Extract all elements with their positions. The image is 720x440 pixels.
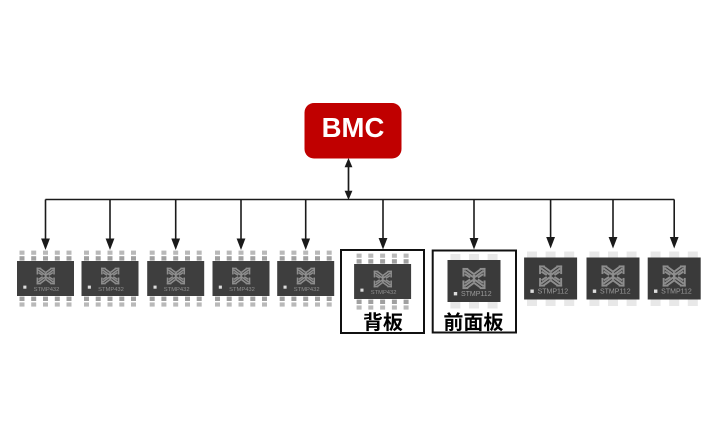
svg-text:STMP112: STMP112 (600, 289, 631, 296)
svg-text:STMP112: STMP112 (661, 289, 692, 296)
svg-text:STMP432: STMP432 (294, 287, 320, 293)
svg-text:STMP432: STMP432 (164, 287, 190, 293)
svg-text:STMP112: STMP112 (461, 291, 492, 298)
svg-text:STMP112: STMP112 (538, 289, 569, 296)
svg-text:STMP432: STMP432 (34, 287, 60, 293)
svg-text:BMC: BMC (322, 112, 385, 143)
svg-text:STMP432: STMP432 (98, 287, 124, 293)
svg-text:STMP432: STMP432 (229, 287, 255, 293)
svg-text:STMP432: STMP432 (371, 290, 397, 296)
